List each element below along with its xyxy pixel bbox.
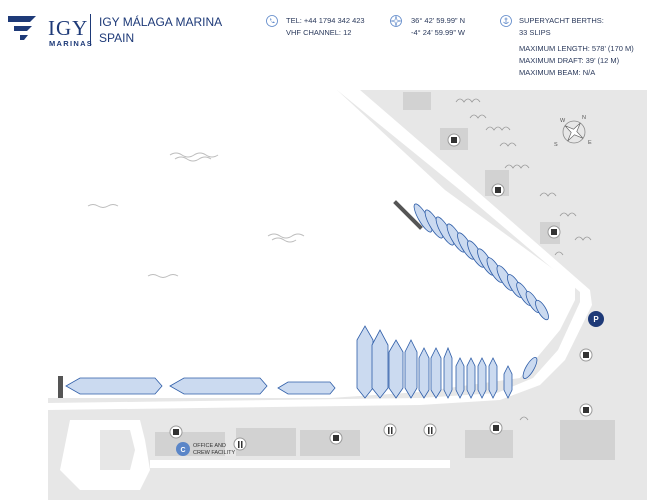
title-line1: IGY MÁLAGA MARINA bbox=[99, 15, 223, 29]
logo-subtitle: MARINAS bbox=[49, 39, 94, 48]
phone-icon bbox=[266, 15, 278, 27]
title-line2: SPAIN bbox=[99, 31, 135, 45]
logo-name: IGY bbox=[48, 16, 89, 40]
parking-icon[interactable] bbox=[588, 311, 604, 327]
coordinates: 36° 42’ 59.99” N -4° 24’ 59.99” W bbox=[411, 15, 465, 39]
berths-heading: SUPERYACHT BERTHS: bbox=[519, 16, 604, 25]
max-beam: MAXIMUM BEAM: N/A bbox=[519, 68, 596, 77]
berths-limits: MAXIMUM LENGTH: 578’ (170 M) MAXIMUM DRA… bbox=[519, 43, 634, 79]
berths-count: 33 SLIPS bbox=[519, 28, 551, 37]
compass-w: W bbox=[560, 118, 566, 124]
contact-tel: TEL: +44 1794 342 423 bbox=[286, 16, 365, 25]
boats-diagonal bbox=[413, 203, 549, 379]
compass-icon: N E S W bbox=[554, 115, 592, 148]
max-draft: MAXIMUM DRAFT: 39’ (12 M) bbox=[519, 56, 620, 65]
breakwater-road bbox=[48, 90, 592, 410]
logo-mark-icon bbox=[8, 16, 36, 40]
contact-info: TEL: +44 1794 342 423 VHF CHANNEL: 12 bbox=[286, 15, 365, 39]
roundabout-center bbox=[100, 430, 135, 470]
office-label-line1: OFFICE AND bbox=[193, 443, 227, 449]
office-marker-icon[interactable] bbox=[176, 442, 190, 456]
pier bbox=[393, 200, 423, 230]
inner-road bbox=[150, 460, 450, 468]
coord-lat: 36° 42’ 59.99” N bbox=[411, 16, 466, 25]
header: IGY MARINAS IGY MÁLAGA MARINA SPAIN TEL:… bbox=[0, 0, 647, 85]
contact-vhf: VHF CHANNEL: 12 bbox=[286, 28, 352, 37]
compass-e: E bbox=[588, 140, 592, 146]
igy-logo[interactable]: IGY MARINAS bbox=[8, 12, 92, 48]
water-waves bbox=[87, 152, 305, 278]
amenity-icons bbox=[173, 137, 589, 448]
anchor-icon bbox=[500, 15, 512, 27]
header-divider bbox=[90, 14, 91, 46]
globe-icon bbox=[390, 15, 402, 27]
compass-s: S bbox=[554, 142, 558, 148]
office-label-line2: CREW FACILITY bbox=[193, 450, 236, 456]
max-length: MAXIMUM LENGTH: 578’ (170 M) bbox=[519, 44, 634, 53]
berths-summary: SUPERYACHT BERTHS: 33 SLIPS bbox=[519, 15, 604, 39]
coord-lon: -4° 24’ 59.99” W bbox=[411, 28, 465, 37]
pier-west bbox=[58, 376, 63, 398]
parking-label: P bbox=[593, 315, 599, 324]
page-title: IGY MÁLAGA MARINA SPAIN bbox=[99, 14, 222, 46]
boats-vertical bbox=[356, 325, 513, 399]
boats-horizontal bbox=[65, 377, 336, 395]
compass-n: N bbox=[582, 115, 586, 121]
office-marker-label: C bbox=[180, 447, 185, 454]
office-label: OFFICE AND CREW FACILITY bbox=[193, 443, 235, 457]
